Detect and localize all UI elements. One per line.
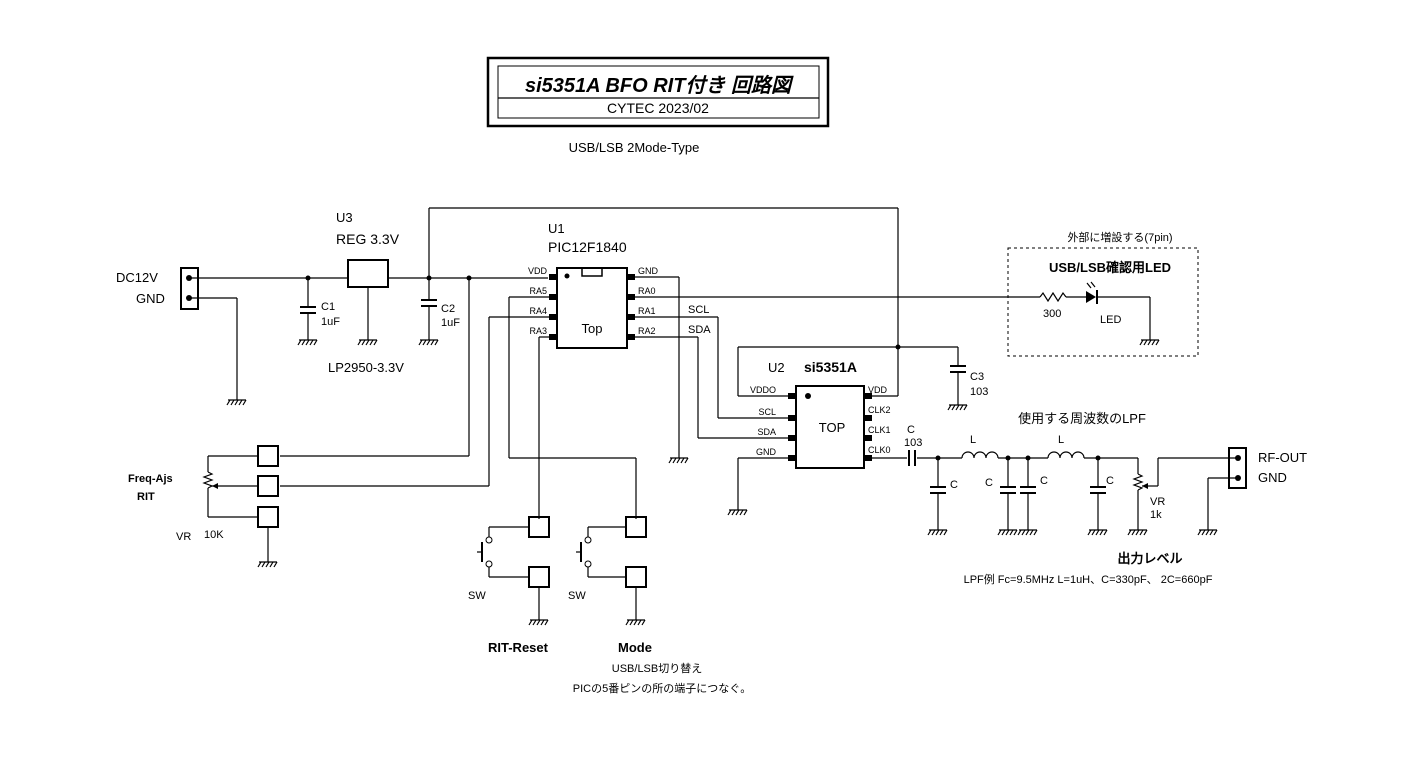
mode-type: USB/LSB 2Mode-Type — [569, 140, 700, 155]
u2-pin-scl: SCL — [758, 407, 776, 417]
led-label: LED — [1100, 314, 1121, 326]
dc-gnd-label: GND — [136, 291, 165, 306]
u3-ref: U3 — [336, 210, 353, 225]
u1-pic: U1 PIC12F1840 Top VDD RA5 RA4 RA3 GND RA… — [528, 221, 659, 349]
rf-out-label: RF-OUT — [1258, 450, 1307, 465]
u1-pin-ra2: RA2 — [638, 326, 656, 336]
switch-mode: SW Mode USB/LSB切り替え PICの5番ピンの所の端子につなぐ。 — [568, 516, 751, 695]
c3-val: 103 — [970, 386, 988, 398]
c2-ref: C2 — [441, 303, 455, 315]
title-main: si5351A BFO RIT付き 回路図 — [525, 74, 794, 97]
out-level-label: 出力レベル — [1117, 551, 1182, 566]
u3-regulator — [347, 259, 389, 288]
mode-note: PICの5番ピンの所の端子につなぐ。 — [573, 682, 751, 695]
vr-label-rit: RIT — [137, 491, 155, 503]
led-box: 外部に増設する(7pin) USB/LSB確認用LED 300 LED — [1007, 230, 1199, 357]
u1-part: PIC12F1840 — [548, 239, 627, 255]
cout-ref: C — [907, 424, 915, 436]
cout-val: 103 — [904, 437, 922, 449]
scl-label: SCL — [688, 304, 709, 316]
u1-pin-gnd: GND — [638, 266, 659, 276]
u3-part: LP2950-3.3V — [328, 360, 404, 375]
lpf-example: LPF例 Fc=9.5MHz L=1uH、C=330pF、 2C=660pF — [964, 572, 1213, 586]
u2-pin-vdd: VDD — [868, 385, 888, 395]
lpf-l1: L — [970, 434, 976, 446]
sw1-label: SW — [468, 590, 486, 602]
sda-label: SDA — [688, 324, 711, 336]
lpf-vr-val: 1k — [1150, 509, 1162, 521]
u2-si5351a: U2 si5351A TOP VDDO SCL SDA GND VDD CLK2… — [750, 359, 891, 469]
dc-connector: DC12V GND — [116, 267, 199, 310]
vr-value: 10K — [204, 529, 224, 541]
title-sub: CYTEC 2023/02 — [607, 100, 709, 116]
u2-body: TOP — [819, 420, 846, 435]
switch-rit-reset: SW RIT-Reset — [468, 516, 550, 655]
u1-ref: U1 — [548, 221, 565, 236]
title-block: si5351A BFO RIT付き 回路図 CYTEC 2023/02 — [486, 56, 830, 128]
u1-pin-ra3: RA3 — [529, 326, 547, 336]
u2-pin-sda: SDA — [757, 427, 776, 437]
vr-label-freq: Freq-Ajs — [128, 473, 173, 485]
u3-value: REG 3.3V — [336, 231, 400, 247]
led-box-title: 外部に増設する(7pin) — [1067, 230, 1172, 244]
u2-pin-vddo: VDDO — [750, 385, 776, 395]
u2-ref: U2 — [768, 360, 785, 375]
led-heading: USB/LSB確認用LED — [1049, 260, 1171, 275]
lpf: 使用する周波数のLPF C L C C L C — [927, 411, 1238, 586]
c1-val: 1uF — [321, 316, 340, 328]
rf-gnd-label: GND — [1258, 470, 1287, 485]
vr-ref: VR — [176, 531, 191, 543]
u1-body: Top — [582, 321, 603, 336]
lpf-c1: C — [950, 479, 958, 491]
mode-label: Mode — [618, 640, 652, 655]
rit-reset-label: RIT-Reset — [488, 640, 549, 655]
lpf-c2: C — [985, 477, 993, 489]
u1-pin-ra1: RA1 — [638, 306, 656, 316]
u2-pin-clk1: CLK1 — [868, 425, 891, 435]
u1-pin-ra4: RA4 — [529, 306, 547, 316]
lpf-l2: L — [1058, 434, 1064, 446]
mode-sub-label: USB/LSB切り替え — [612, 661, 702, 675]
u1-pin-vdd: VDD — [528, 266, 548, 276]
c3-ref: C3 — [970, 371, 984, 383]
u2-pin-clk2: CLK2 — [868, 405, 891, 415]
c2-val: 1uF — [441, 317, 460, 329]
rf-connector: RF-OUT GND — [1197, 447, 1307, 536]
u2-pin-clk0: CLK0 — [868, 445, 891, 455]
dc-label: DC12V — [116, 270, 158, 285]
u1-pin-ra5: RA5 — [529, 286, 547, 296]
lpf-c4: C — [1106, 475, 1114, 487]
lpf-vr-ref: VR — [1150, 496, 1165, 508]
vr-freq-ajs: Freq-Ajs RIT VR 10K — [128, 445, 279, 568]
u2-part: si5351A — [804, 359, 857, 375]
lpf-c3: C — [1040, 475, 1048, 487]
sw2-label: SW — [568, 590, 586, 602]
lpf-title: 使用する周波数のLPF — [1018, 411, 1146, 426]
u2-pin-gnd: GND — [756, 447, 777, 457]
led-resistor: 300 — [1043, 308, 1061, 320]
c1-ref: C1 — [321, 301, 335, 313]
u1-pin-ra0: RA0 — [638, 286, 656, 296]
